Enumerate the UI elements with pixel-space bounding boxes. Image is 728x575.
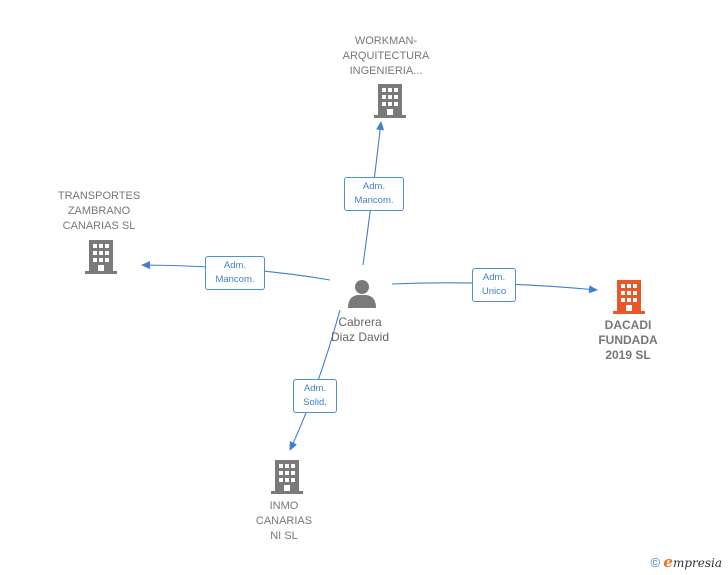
- edge-label-dacadi[interactable]: Adm. Unico: [472, 268, 516, 302]
- building-icon[interactable]: [271, 460, 303, 499]
- node-label-workman: WORKMAN- ARQUITECTURA INGENIERIA...: [342, 35, 430, 77]
- center-person-node[interactable]: Cabrera Diaz David: [309, 315, 411, 345]
- node-inmo[interactable]: INMO CANARIAS NI SL: [234, 499, 334, 544]
- empresia-watermark: © empresia: [650, 553, 722, 571]
- node-workman[interactable]: WORKMAN- ARQUITECTURA INGENIERIA...: [326, 34, 446, 79]
- node-label-inmo: INMO CANARIAS NI SL: [255, 500, 313, 542]
- node-dacadi[interactable]: DACADI FUNDADA 2019 SL: [580, 318, 676, 363]
- center-person-name: Cabrera Diaz David: [330, 315, 390, 344]
- edge-label-transportes[interactable]: Adm. Mancom.: [205, 256, 265, 290]
- brand-logo: empresia: [663, 553, 722, 571]
- node-label-transportes: TRANSPORTES ZAMBRANO CANARIAS SL: [57, 190, 141, 232]
- building-icon[interactable]: [85, 240, 117, 279]
- edge-label-inmo[interactable]: Adm. Solid.: [293, 379, 337, 413]
- building-icon[interactable]: [613, 280, 645, 319]
- node-transportes[interactable]: TRANSPORTES ZAMBRANO CANARIAS SL: [39, 189, 159, 234]
- copyright-symbol: ©: [650, 555, 661, 570]
- building-icon[interactable]: [374, 84, 406, 123]
- edge-label-workman[interactable]: Adm. Mancom.: [344, 177, 404, 211]
- node-label-dacadi: DACADI FUNDADA 2019 SL: [598, 318, 658, 362]
- person-icon[interactable]: [346, 278, 378, 315]
